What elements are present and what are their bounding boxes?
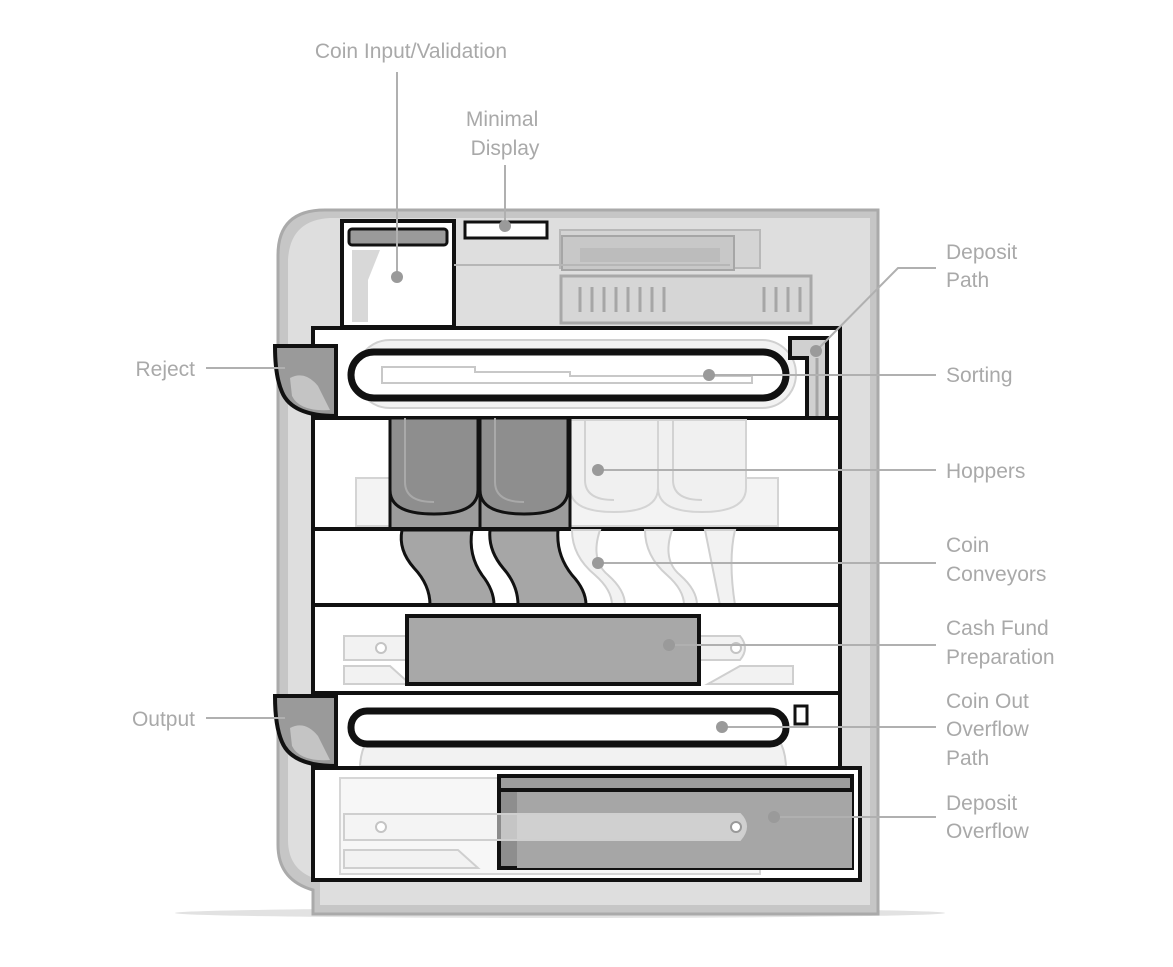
hopper-dark-1 (388, 416, 480, 528)
hopper-dark-2 (478, 416, 570, 528)
label-deposit-path: Deposit Path (946, 241, 1023, 292)
cash-fund-ramp-right (704, 665, 794, 685)
sorting-guide (381, 366, 753, 384)
label-coin-conveyors: Coin Conveyors (946, 534, 1046, 586)
bottom-rail (343, 813, 747, 841)
cash-fund-tray (405, 614, 701, 686)
coin-input-shade (352, 250, 380, 322)
leaders (206, 72, 936, 823)
bottom-ramp (343, 849, 481, 869)
label-sorting: Sorting (946, 364, 1013, 387)
label-minimal-display: Minimal Display (466, 108, 544, 160)
deposit-overflow-bin-top (497, 774, 854, 792)
rail-pin-left (375, 642, 387, 654)
bottom-pin-right (730, 821, 742, 833)
label-cash-fund-preparation: Cash Fund Preparation (946, 617, 1055, 669)
top-module-stripe (580, 248, 720, 262)
label-reject: Reject (135, 358, 195, 381)
label-deposit-overflow: Deposit Overflow (946, 792, 1030, 843)
label-coin-input: Coin Input/Validation (315, 40, 507, 63)
overflow-path-notch (793, 704, 809, 726)
output-cup-highlight (290, 725, 330, 761)
label-hoppers: Hoppers (946, 460, 1025, 483)
reject-cup-highlight (290, 375, 330, 411)
bottom-pin-left (375, 821, 387, 833)
hopper-light-4 (657, 419, 747, 514)
label-coin-out-overflow-path: Coin Out Overflow Path (946, 690, 1035, 770)
vent-slots (578, 287, 802, 312)
label-output: Output (132, 708, 195, 731)
hopper-light-3 (569, 419, 659, 514)
vent-module (559, 274, 813, 325)
